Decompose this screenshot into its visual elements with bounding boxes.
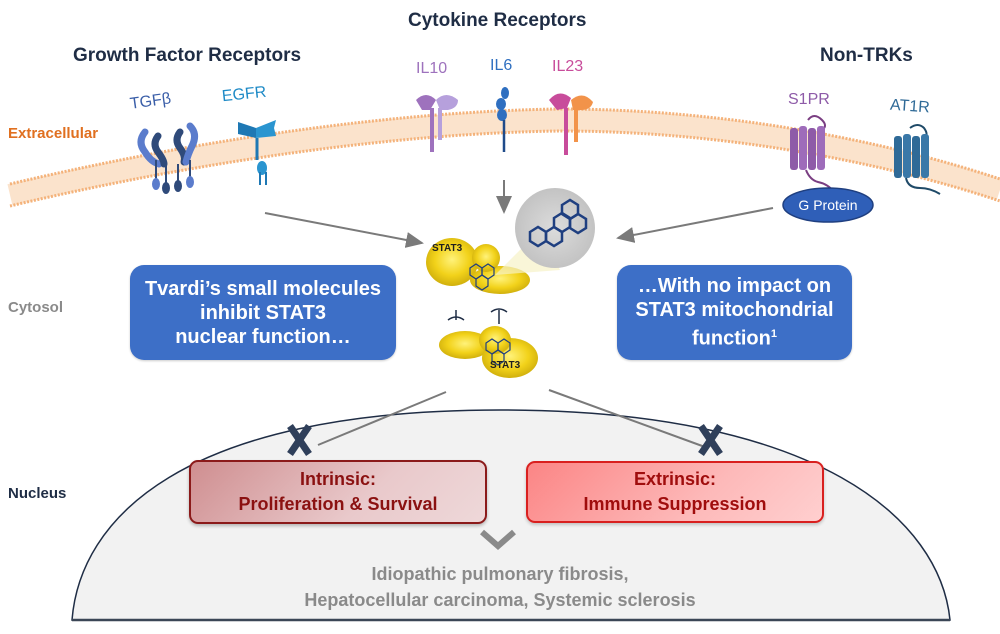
at1r-receptor-icon	[894, 124, 941, 195]
label-s1pr: S1PR	[788, 91, 830, 108]
label-g-protein: G Protein	[798, 197, 858, 213]
block-x-icon	[287, 424, 312, 456]
outcome-line-2: Hepatocellular carcinoma, Systemic scler…	[304, 590, 696, 610]
intrinsic-title: Intrinsic:	[299, 469, 376, 489]
il23-receptor-icon	[549, 93, 593, 155]
block-x-icon	[698, 424, 723, 456]
extrinsic-title: Extrinsic:	[633, 469, 717, 489]
label-il10: IL10	[416, 60, 448, 77]
callout-left-line-2: inhibit STAT3	[200, 301, 326, 324]
box-intrinsic: Intrinsic: Proliferation & Survival	[189, 460, 487, 524]
label-stat3-top: STAT3	[432, 243, 463, 254]
callout-right-line-2: STAT3 mitochondrial	[635, 299, 834, 322]
extrinsic-description: Immune Suppression	[583, 494, 767, 514]
label-cytosol: Cytosol	[8, 299, 64, 316]
footnote-marker: 1	[770, 328, 777, 341]
line-stat3-to-intrinsic	[317, 391, 447, 446]
disease-outcomes: Idiopathic pulmonary fibrosis, Hepatocel…	[250, 561, 750, 613]
label-il6: IL6	[490, 57, 513, 74]
arrow-gprotein-to-stat3	[616, 207, 774, 243]
label-nucleus: Nucleus	[8, 485, 67, 502]
heading-cytokine-receptors: Cytokine Receptors	[408, 10, 587, 31]
label-stat3-bottom: STAT3	[490, 360, 521, 371]
s1pr-receptor-icon	[790, 115, 835, 193]
callout-right-line-1: …With no impact on	[637, 275, 832, 298]
box-extrinsic: Extrinsic: Immune Suppression	[526, 461, 824, 523]
callout-right-line-3: function1	[692, 327, 777, 350]
g-protein-shape	[782, 187, 874, 223]
egfr-receptor-icon	[238, 120, 276, 185]
tgfb-receptor-icon	[137, 122, 199, 194]
chevron-down-icon	[480, 529, 516, 550]
label-extracellular: Extracellular	[8, 125, 99, 142]
intrinsic-description: Proliferation & Survival	[238, 494, 438, 514]
heading-growth-factor-receptors: Growth Factor Receptors	[73, 45, 302, 66]
il6-receptor-icon	[496, 87, 509, 152]
molecule-structure-icon	[515, 188, 595, 268]
callout-left-line-3: nuclear function…	[175, 325, 351, 348]
arrow-growth-factor-to-stat3	[264, 212, 424, 248]
callout-inhibit-nuclear-function: Tvardi’s small molecules inhibit STAT3 n…	[130, 265, 396, 360]
callout-no-mitochondrial-impact: …With no impact on STAT3 mitochondrial f…	[617, 265, 852, 360]
line-stat3-to-extrinsic	[548, 389, 706, 448]
label-il23: IL23	[552, 58, 584, 75]
label-at1r: AT1R	[889, 96, 931, 117]
outcome-line-1: Idiopathic pulmonary fibrosis,	[371, 564, 629, 584]
callout-left-line-1: Tvardi’s small molecules	[144, 277, 382, 300]
il10-receptor-icon	[416, 95, 458, 152]
heading-non-trks: Non-TRKs	[820, 45, 913, 66]
